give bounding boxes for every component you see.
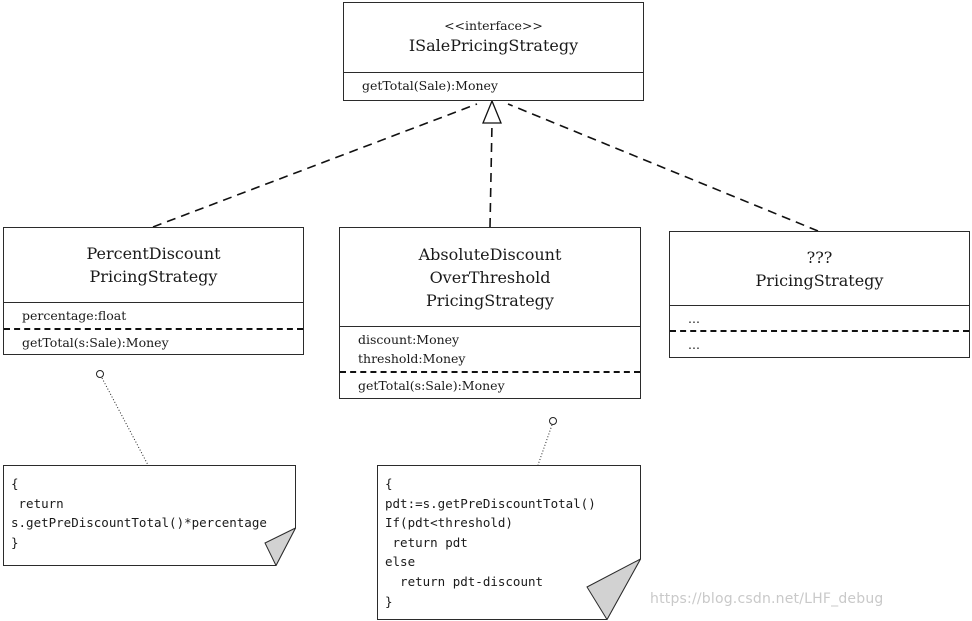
class-name-compartment: AbsoluteDiscount OverThreshold PricingSt… <box>340 228 640 327</box>
note-shape <box>3 465 296 566</box>
note-absolute-discount[interactable]: { pdt:=s.getPreDiscountTotal() If(pdt<thre… <box>377 465 641 620</box>
interface-operations: getTotal(Sale):Money <box>344 73 643 95</box>
operation: getTotal(Sale):Money <box>362 78 498 93</box>
note-line: { <box>385 476 393 491</box>
note-line: return <box>11 495 64 511</box>
class-name-compartment: PercentDiscount PricingStrategy <box>4 228 303 303</box>
realization-line-absolute <box>489 122 493 228</box>
class-absolute-discount-over-threshold-pricing-strategy[interactable]: AbsoluteDiscount OverThreshold PricingSt… <box>339 227 641 399</box>
note-line: } <box>385 593 393 609</box>
class-operations: getTotal(s:Sale):Money <box>340 371 640 395</box>
note-shape <box>377 465 641 620</box>
note-line: else <box>385 554 416 570</box>
class-name-line: PricingStrategy <box>426 290 554 310</box>
note-line: return pdt <box>385 534 468 550</box>
realization-line-percent <box>152 103 478 228</box>
operation: ... <box>688 337 700 352</box>
class-unknown-pricing-strategy[interactable]: ??? PricingStrategy ... ... <box>669 231 970 358</box>
operation: getTotal(s:Sale):Money <box>22 335 169 350</box>
note-line: If(pdt<threshold) <box>385 515 513 531</box>
note-text: { pdt:=s.getPreDiscountTotal() If(pdt<thre… <box>385 474 596 611</box>
interface-name: ISalePricingStrategy <box>408 36 579 55</box>
operation: getTotal(s:Sale):Money <box>358 378 505 393</box>
attribute: threshold:Money <box>358 351 466 366</box>
class-operations: getTotal(s:Sale):Money <box>4 328 303 352</box>
note-line: pdt:=s.getPreDiscountTotal() <box>385 495 596 511</box>
note-line: s.getPreDiscountTotal()*percentage <box>11 515 267 531</box>
attribute: discount:Money <box>358 332 460 347</box>
attribute: percentage:float <box>22 308 127 323</box>
realization-arrowhead <box>482 99 502 124</box>
class-percent-discount-pricing-strategy[interactable]: PercentDiscount PricingStrategy percenta… <box>3 227 304 355</box>
note-link-anchor <box>96 370 104 378</box>
class-name-line: PricingStrategy <box>89 267 218 286</box>
note-link-anchor <box>549 417 557 425</box>
class-attributes: ... <box>670 306 969 330</box>
note-link-absolute <box>537 424 553 466</box>
note-line: } <box>11 534 19 550</box>
class-operations: ... <box>670 330 969 354</box>
class-name-line: OverThreshold <box>429 267 551 287</box>
class-attributes: discount:Money threshold:Money <box>340 327 640 371</box>
interface-name-compartment: <<interface>> ISalePricingStrategy <box>344 3 643 73</box>
class-name-line: AbsoluteDiscount <box>418 244 562 264</box>
watermark-text: https://blog.csdn.net/LHF_debug <box>650 591 884 607</box>
note-text: { return s.getPreDiscountTotal()*percenta… <box>11 474 267 552</box>
class-attributes: percentage:float <box>4 303 303 328</box>
note-link-percent <box>101 377 149 466</box>
realization-line-unknown <box>507 103 819 232</box>
class-name-line: ??? <box>806 247 833 267</box>
interface-isalepricingstrategy[interactable]: <<interface>> ISalePricingStrategy getTo… <box>343 2 644 101</box>
class-name-line: PercentDiscount <box>86 244 221 263</box>
note-line: return pdt-discount <box>385 573 544 589</box>
note-percent-discount[interactable]: { return s.getPreDiscountTotal()*percenta… <box>3 465 296 566</box>
class-name-line: PricingStrategy <box>755 270 884 290</box>
interface-stereotype: <<interface>> <box>444 18 543 33</box>
attribute: ... <box>688 311 700 326</box>
class-name-compartment: ??? PricingStrategy <box>670 232 969 306</box>
note-line: { <box>11 476 19 491</box>
